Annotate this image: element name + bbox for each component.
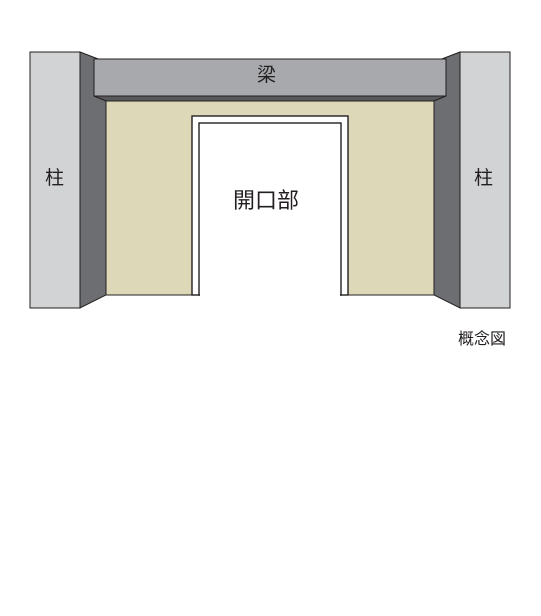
- diagram-caption: 概念図: [458, 329, 507, 348]
- left-pillar-label: 柱: [45, 167, 65, 189]
- right-pillar-label: 柱: [474, 167, 494, 189]
- opening-label: 開口部: [233, 189, 300, 214]
- beam-underside: [93, 95, 447, 102]
- opening: [198, 122, 342, 296]
- left-pillar: [29, 51, 81, 309]
- right-pillar: [459, 51, 511, 309]
- opening-floor-gap: [200, 293, 340, 296]
- beam-label: 梁: [257, 64, 277, 86]
- beam: [93, 58, 447, 97]
